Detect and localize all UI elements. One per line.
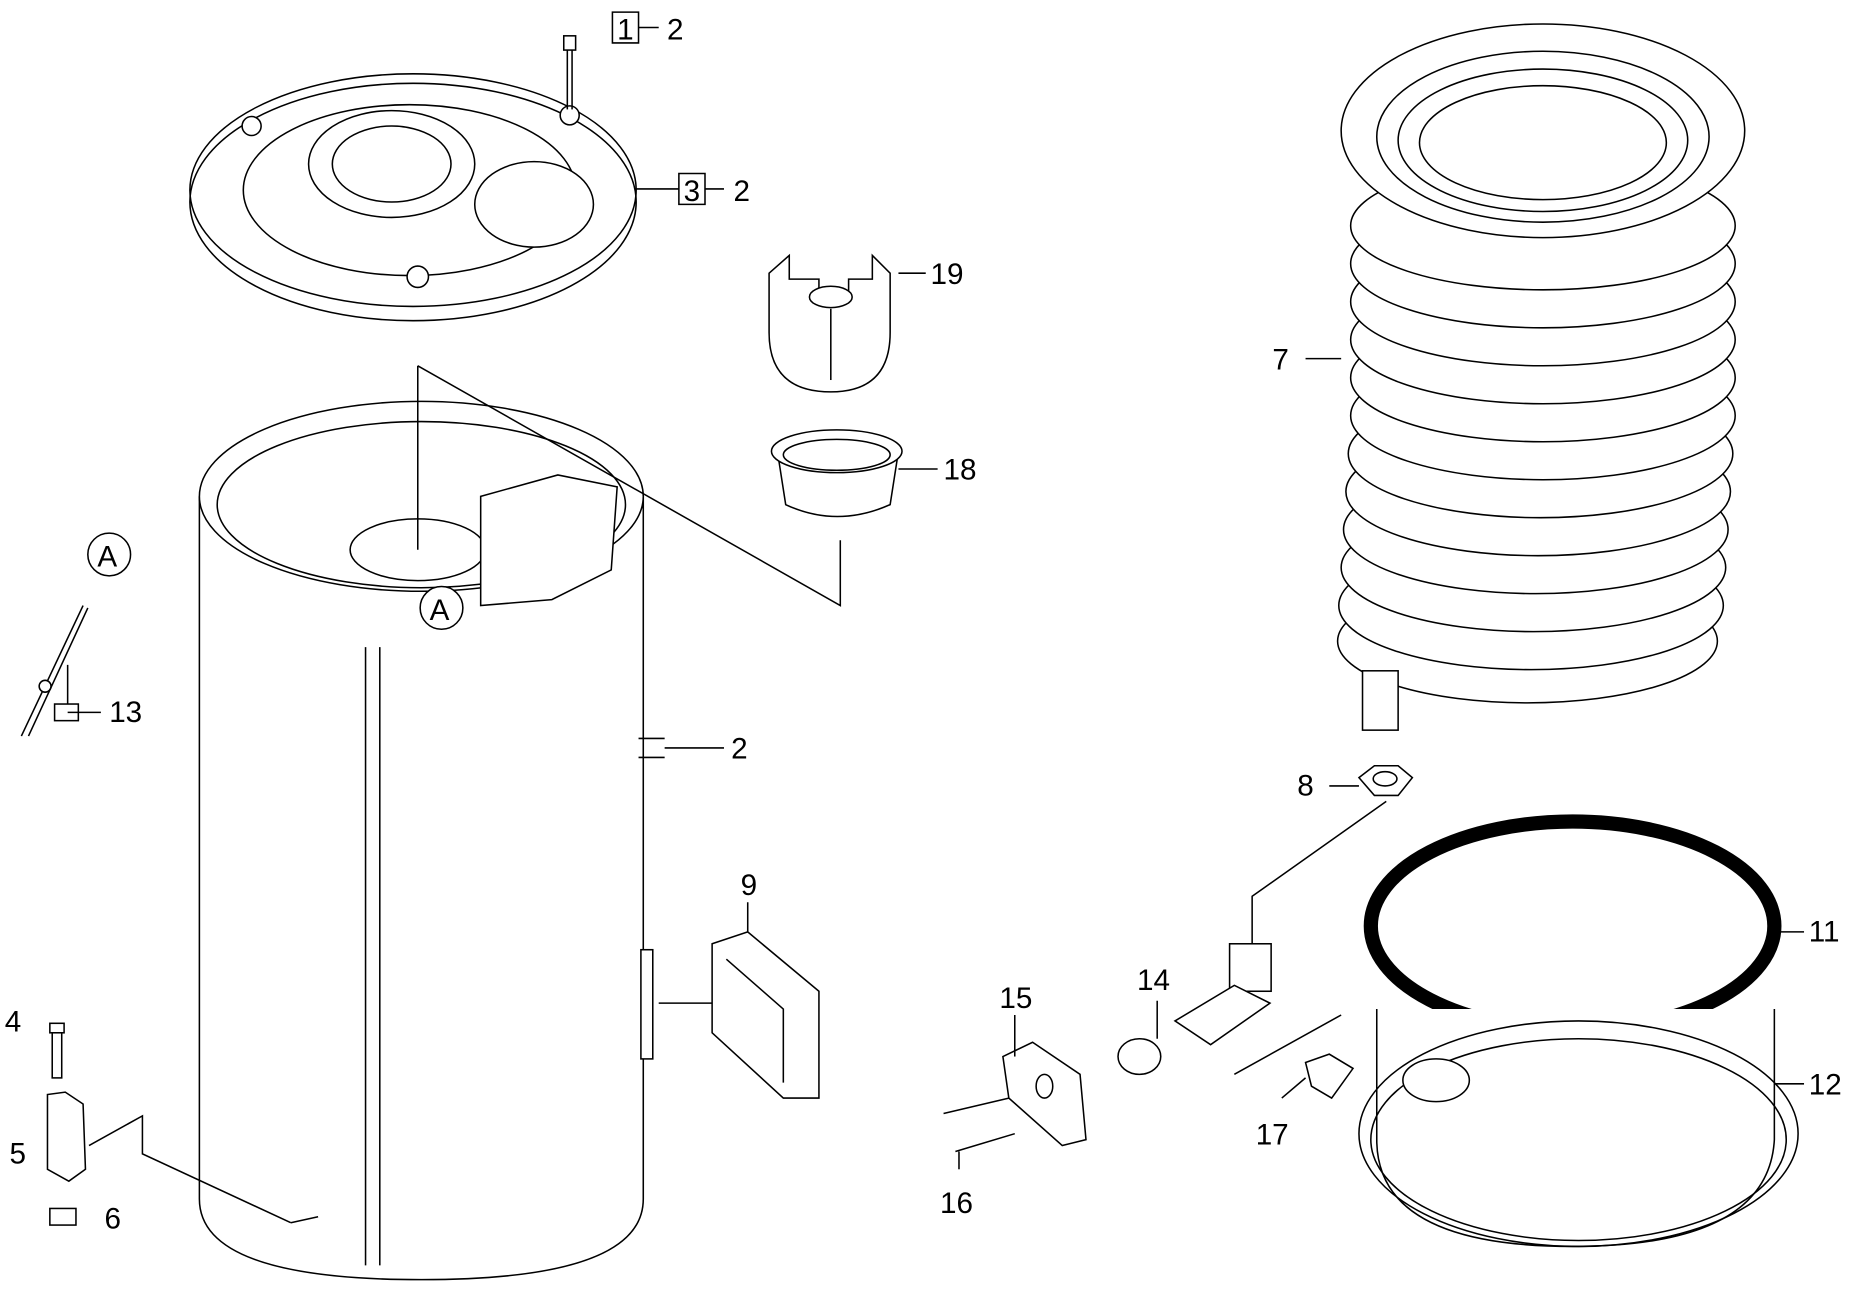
nut-part-6	[49, 1207, 77, 1226]
ring-part-18	[770, 429, 903, 518]
heating-coil-part-7	[1336, 23, 1746, 731]
part-label-9: 9	[741, 869, 758, 902]
filter-part-9	[711, 931, 820, 1099]
part-label-7: 7	[1272, 343, 1289, 376]
bracket-part-5	[46, 1091, 87, 1183]
detail-marker-a-top: A	[87, 532, 132, 577]
insert-part-19	[768, 253, 891, 393]
part-label-3: 3	[684, 175, 701, 208]
part-label-12: 12	[1809, 1069, 1842, 1102]
part-label-5: 5	[9, 1137, 26, 1170]
part-label-15: 15	[999, 982, 1032, 1015]
screw-part-1	[562, 35, 577, 110]
part-label-6: 6	[104, 1203, 121, 1236]
sensor-part-13	[20, 605, 89, 737]
lid-part-3	[189, 73, 637, 322]
base-part-12	[1358, 1009, 1799, 1248]
leader-lines	[67, 11, 1805, 1224]
part-label-19: 19	[931, 258, 964, 291]
part-label-1: 1	[617, 13, 634, 46]
screw-part-16b	[955, 1132, 1015, 1153]
screw-part-16a	[943, 1097, 1010, 1115]
part-label-2: 2	[731, 733, 748, 766]
detail-marker-a-tank: A	[419, 585, 464, 631]
nut-part-8	[1357, 764, 1414, 797]
part-label-14: 14	[1137, 964, 1170, 997]
svg-text:A: A	[97, 540, 117, 573]
part-label-3-qty: 2	[733, 175, 750, 208]
part-label-8: 8	[1297, 769, 1314, 802]
part-label-1-qty: 2	[667, 13, 684, 46]
thermostat-part-14	[1117, 943, 1342, 1076]
part-label-11: 11	[1809, 915, 1840, 948]
part-label-13: 13	[109, 696, 142, 729]
part-label-18: 18	[944, 454, 977, 487]
tank-body	[198, 400, 654, 1281]
clip-part-17	[1304, 1053, 1355, 1100]
seal-ring-part-11	[1363, 814, 1782, 1038]
svg-text:A: A	[430, 594, 450, 627]
bolt-part-4	[49, 1022, 65, 1079]
bracket-part-15	[1002, 1041, 1087, 1147]
part-label-16: 16	[940, 1187, 973, 1220]
part-label-4: 4	[5, 1006, 22, 1039]
part-label-17: 17	[1256, 1118, 1289, 1151]
